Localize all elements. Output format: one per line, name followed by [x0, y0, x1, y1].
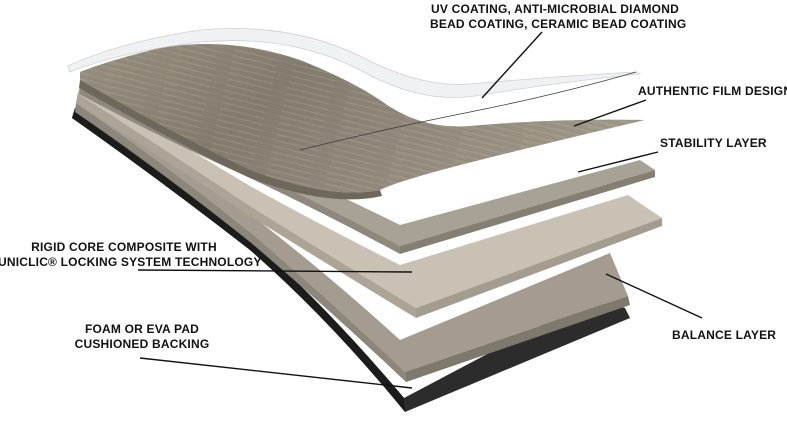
balance-label-line-1: BALANCE LAYER: [672, 328, 777, 342]
rigid-core-layer: [77, 84, 662, 318]
foam-pad-label: FOAM OR EVA PAD CUSHIONED BACKING: [62, 322, 222, 352]
rigid-core-label: RIGID CORE COMPOSITE WITH UNICLIC® LOCKI…: [0, 240, 262, 270]
film-design-label: AUTHENTIC FILM DESIGN: [638, 84, 787, 99]
uv-coating-layer: [67, 28, 642, 151]
leader-line-rigid-core: [137, 269, 413, 273]
uv-coating-label-line-1: UV COATING, ANTI-MICROBIAL DIAMOND: [431, 2, 679, 16]
leader-line-foam-pad: [139, 357, 413, 389]
leader-line-film-design: [573, 99, 647, 127]
foam-pad-label-line-1: FOAM OR EVA PAD: [84, 322, 200, 336]
rigid-core-label-line-1: RIGID CORE COMPOSITE WITH: [31, 240, 217, 254]
film-design-label-line-1: AUTHENTIC FILM DESIGN: [638, 84, 787, 98]
leader-line-uv-coating: [481, 31, 543, 99]
leader-lines: [137, 31, 703, 389]
foam-pad-label-line-2: CUSHIONED BACKING: [74, 337, 210, 351]
balance-label: BALANCE LAYER: [672, 328, 776, 343]
foam-pad-layer: [72, 108, 630, 412]
stability-label: STABILITY LAYER: [660, 136, 767, 151]
leader-line-balance: [605, 273, 703, 319]
balance-layer: [75, 92, 630, 382]
rigid-core-label-line-2: UNICLIC® LOCKING SYSTEM TECHNOLOGY: [0, 255, 262, 269]
leader-line-stability: [577, 151, 659, 173]
film-design-layer: [79, 44, 645, 200]
stability-label-line-1: STABILITY LAYER: [660, 136, 767, 150]
uv-coating-label: UV COATING, ANTI-MICROBIAL DIAMOND BEAD …: [430, 2, 687, 32]
uv-coating-label-line-2: BEAD COATING, CERAMIC BEAD COATING: [430, 17, 687, 31]
